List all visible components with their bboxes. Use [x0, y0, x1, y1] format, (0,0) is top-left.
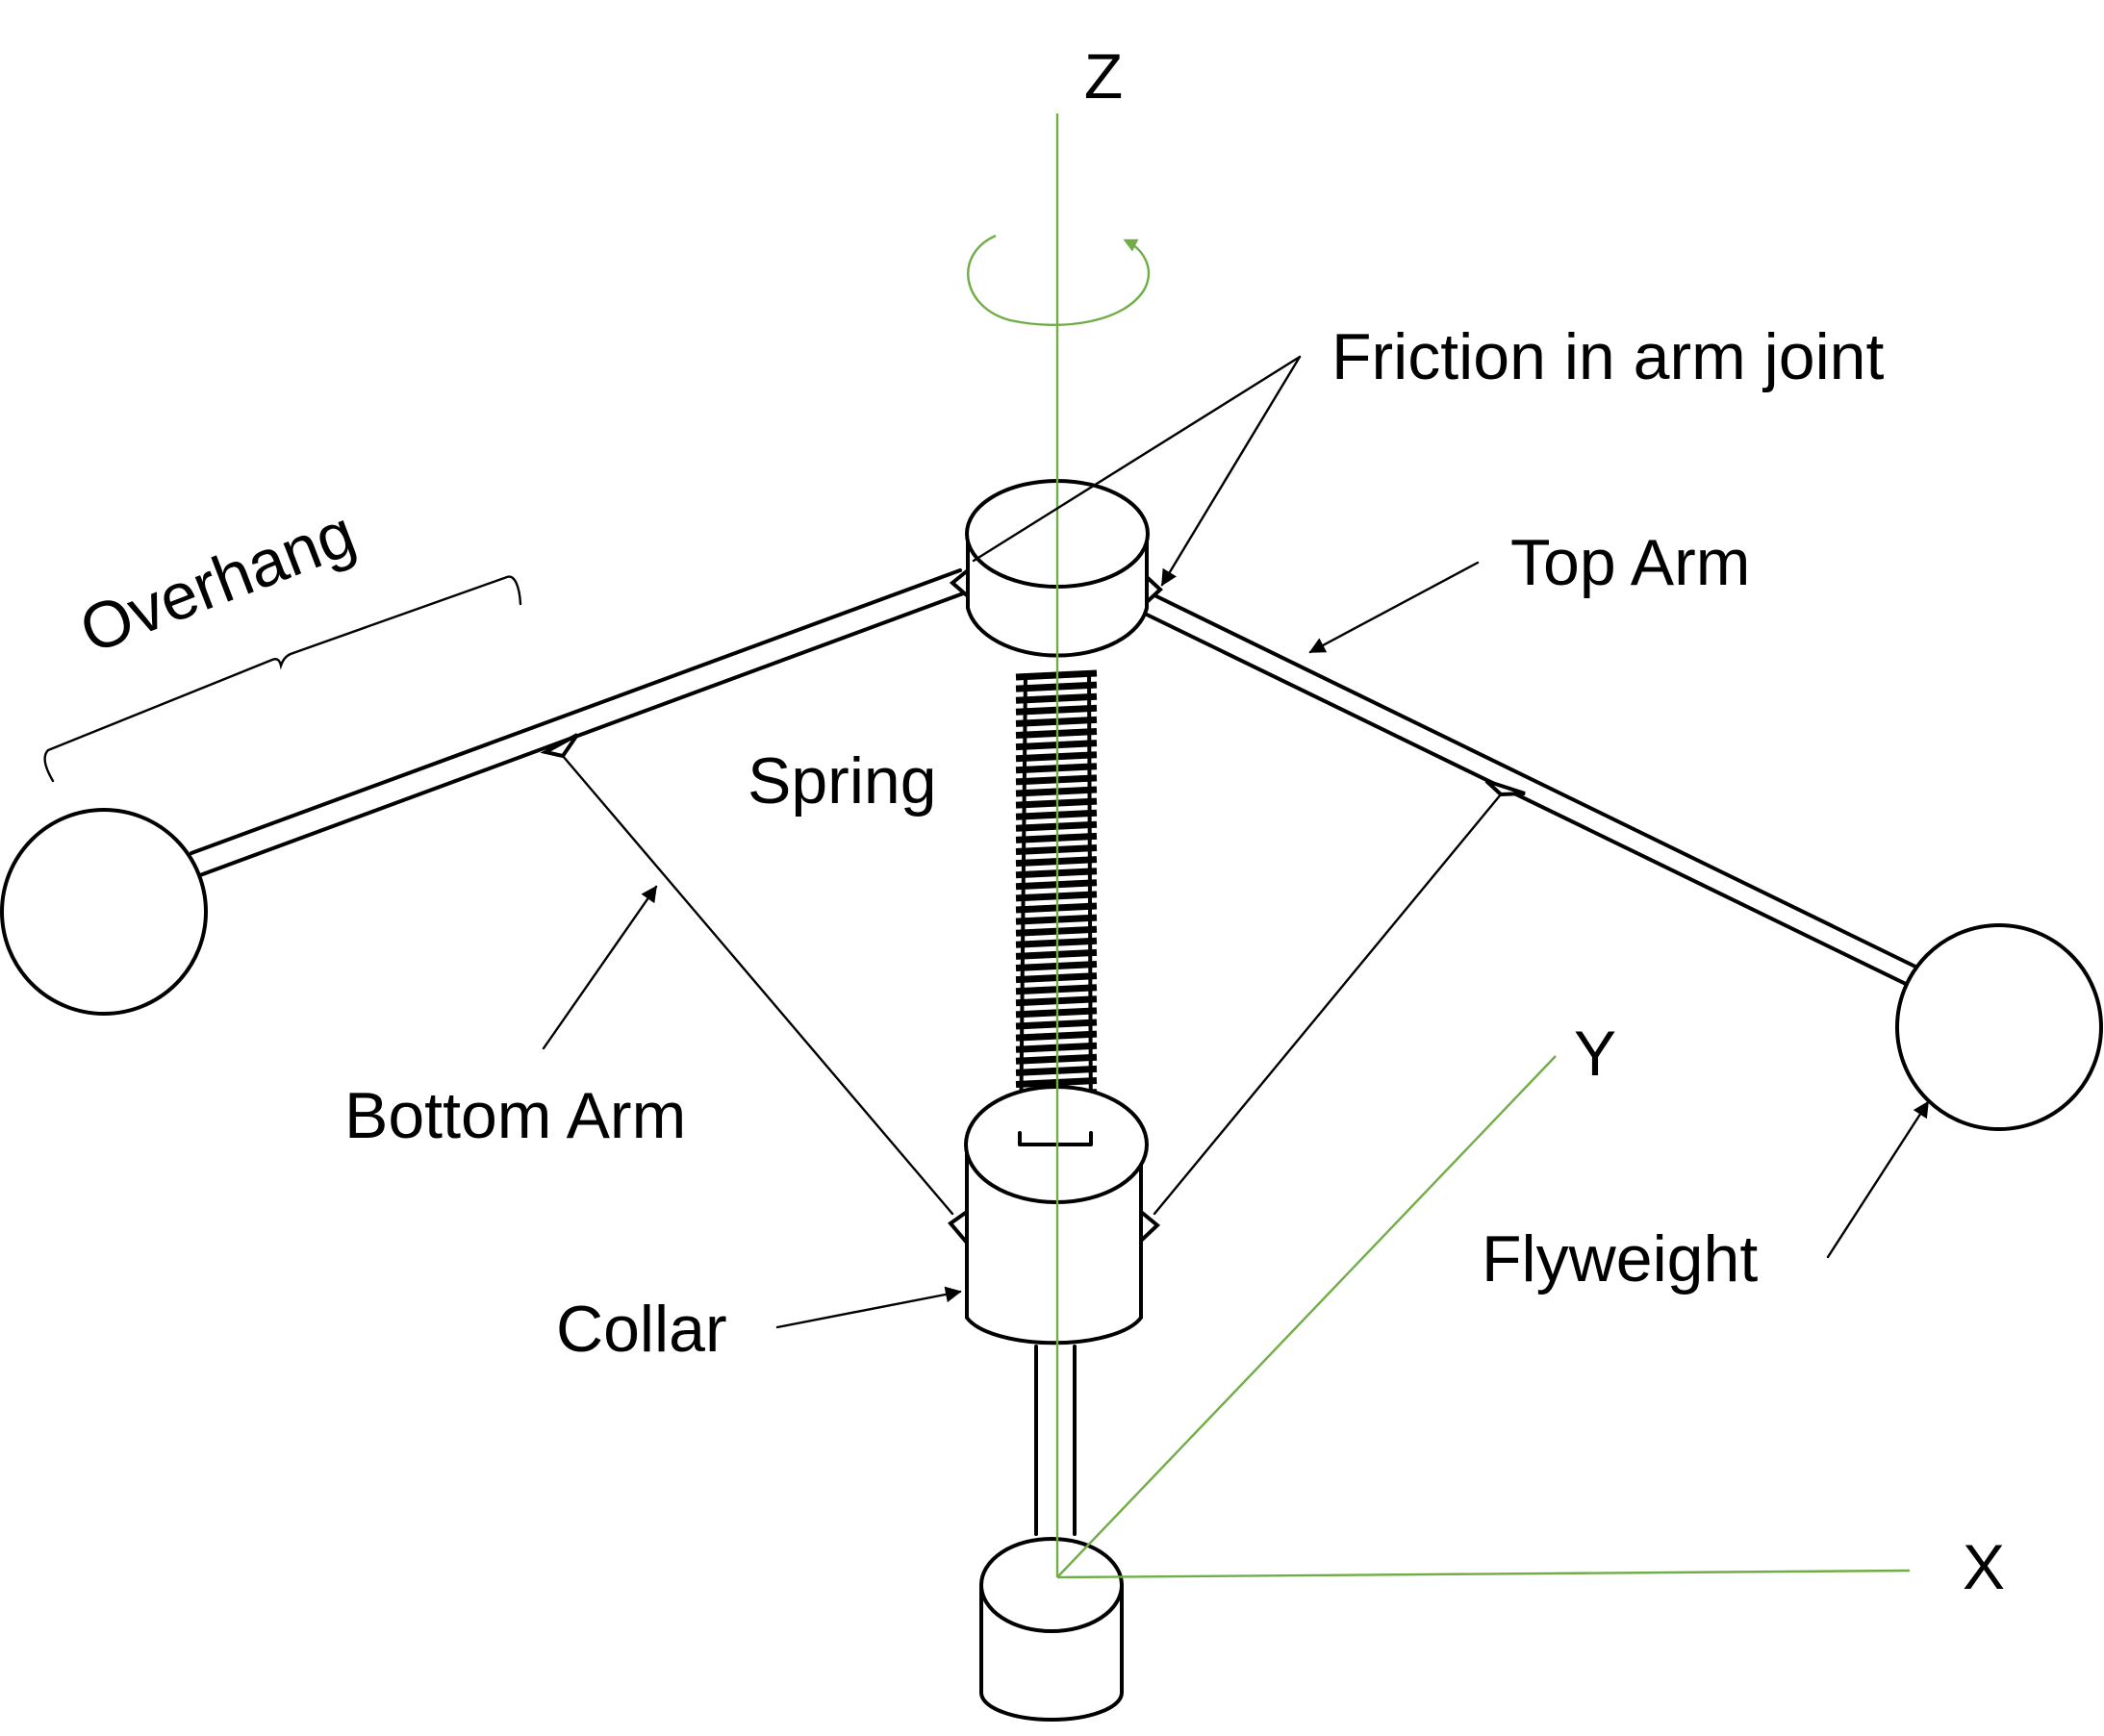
coordinate-axes — [967, 113, 1911, 1579]
x-axis-line — [1056, 1569, 1911, 1579]
collar-label: Collar — [556, 1293, 727, 1366]
top-arm-label: Top Arm — [1510, 526, 1750, 599]
rotation-arrow — [967, 234, 1151, 326]
annotation-leaders — [542, 355, 1930, 1329]
top-arm-right — [1145, 591, 1919, 988]
overhang-brace — [43, 575, 522, 783]
lower-shaft — [1034, 1345, 1077, 1536]
z-axis-label: Z — [1084, 40, 1123, 112]
top-arm-left — [190, 568, 968, 877]
bottom-arm-left — [540, 733, 969, 1248]
flyweight-left — [0, 808, 208, 1016]
flyweight-label: Flyweight — [1482, 1222, 1758, 1296]
x-axis-label: X — [1963, 1531, 2005, 1602]
y-axis-line — [1056, 1055, 1557, 1578]
overhang-label: Overhang — [70, 496, 365, 667]
bottom-arm-label: Bottom Arm — [344, 1079, 686, 1152]
bottom-arm-right — [1139, 779, 1526, 1245]
friction-label: Friction in arm joint — [1331, 320, 1884, 393]
y-axis-label: Y — [1574, 1018, 1616, 1089]
flyweight-right — [1895, 923, 2103, 1131]
spring-label: Spring — [748, 744, 937, 818]
base-cylinder — [979, 1537, 1124, 1722]
